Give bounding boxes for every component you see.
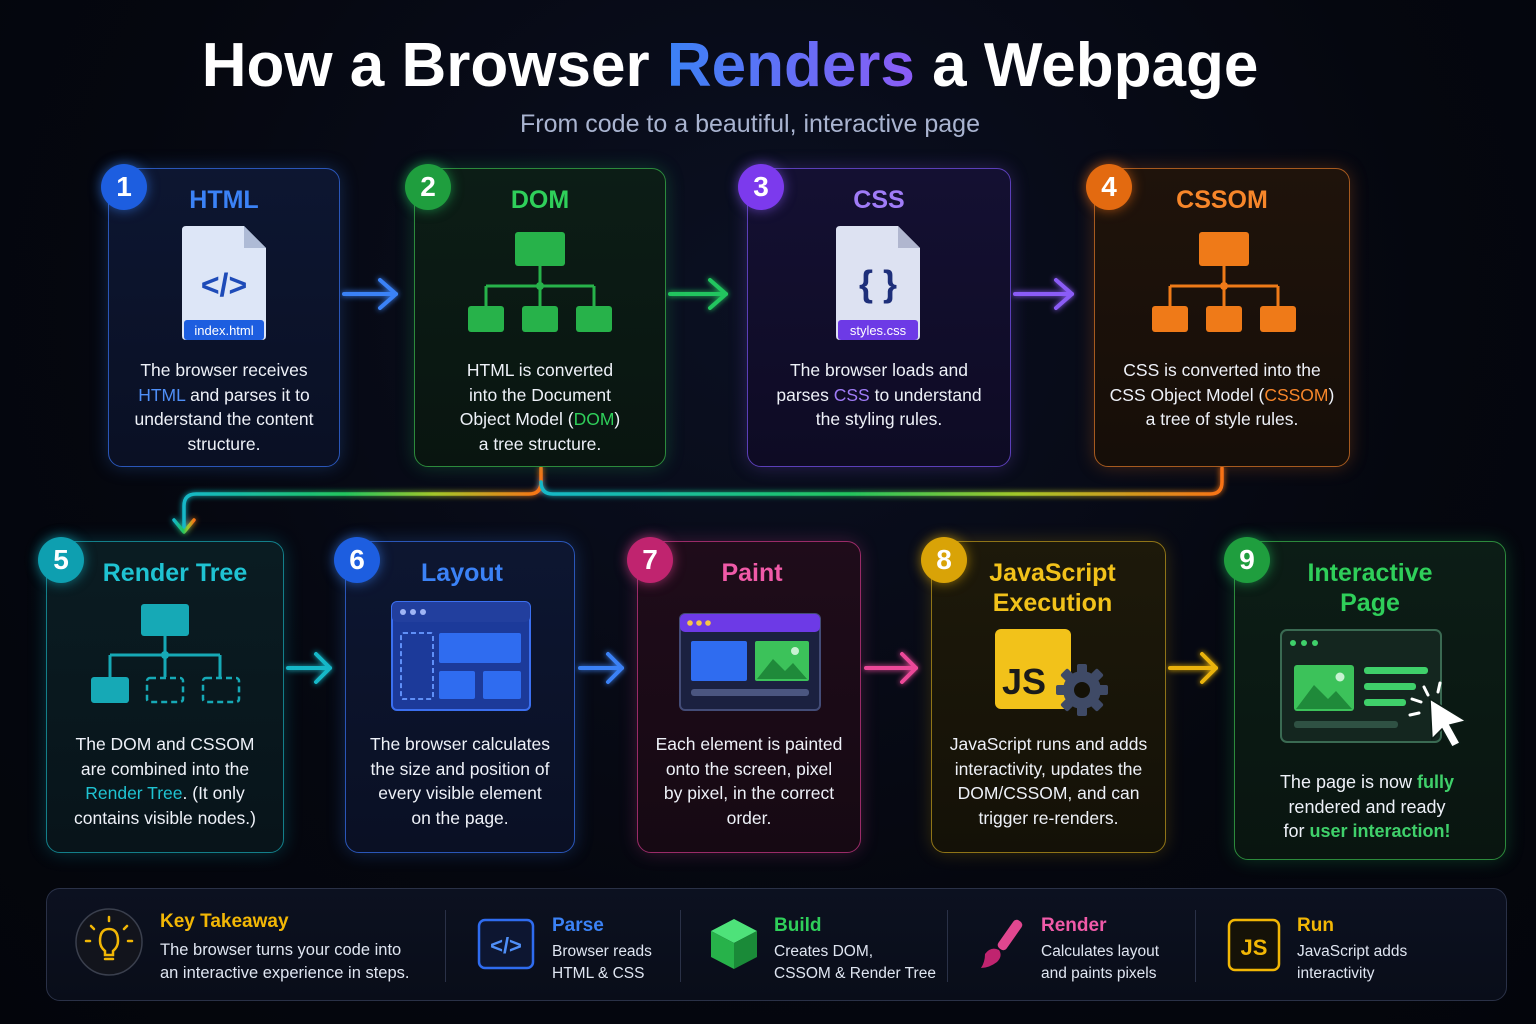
js-icon-label: JS: [1241, 935, 1268, 960]
step-text-cssom: CSS is converted into the CSS Object Mod…: [1109, 360, 1335, 429]
js-icon: JS: [1227, 918, 1281, 972]
takeaway-divider: [445, 910, 446, 982]
step-badge-8: 8: [921, 537, 967, 583]
cube-icon: [711, 919, 757, 969]
render-text: Calculates layout and paints pixels: [1041, 943, 1160, 982]
paint-icon: [679, 613, 821, 711]
step-text-html: The browser receives HTML and parses it …: [134, 360, 314, 454]
arrow-2-3: [668, 278, 728, 310]
step-badge-5: 5: [38, 537, 84, 583]
arrow-7-8: [864, 652, 918, 684]
dom-tree-icon: [468, 232, 612, 332]
takeaway-divider: [680, 910, 681, 982]
step-badge-9: 9: [1224, 537, 1270, 583]
step-text-interactive-page: The page is now fully rendered and ready…: [1279, 772, 1455, 841]
merge-connector: [172, 466, 1224, 534]
run-title: Run: [1297, 915, 1334, 936]
html-file-label: index.html: [194, 323, 253, 338]
render-title: Render: [1041, 915, 1107, 936]
svg-text:{ }: { }: [859, 263, 897, 304]
step-badge-7: 7: [627, 537, 673, 583]
brush-icon: [981, 919, 1023, 968]
javascript-gear-icon: JS: [995, 629, 1108, 716]
build-text: Creates DOM, CSSOM & Render Tree: [774, 943, 936, 982]
takeaway-divider: [1195, 910, 1196, 982]
svg-text:</>: </>: [490, 933, 522, 958]
html-file-icon: </> index.html: [182, 226, 266, 340]
arrow-5-6: [286, 652, 332, 684]
step-text-layout: The browser calculates the size and posi…: [370, 734, 550, 828]
step-text-dom: HTML is converted into the Document Obje…: [459, 360, 621, 454]
run-text: JavaScript adds interactivity: [1297, 943, 1408, 982]
step-title-render-tree: Render Tree: [102, 559, 248, 587]
key-takeaway-title: Key Takeaway: [160, 911, 289, 932]
interactive-page-icon: [1280, 629, 1468, 748]
arrow-1-2: [342, 278, 398, 310]
code-icon: </>: [477, 918, 535, 970]
parse-title: Parse: [552, 915, 604, 936]
css-file-label: styles.css: [850, 323, 907, 338]
page-title: How a Browser Renders a Webpage: [201, 31, 1259, 100]
arrow-6-7: [578, 652, 624, 684]
step-badge-1: 1: [101, 164, 147, 210]
cssom-tree-icon: [1152, 232, 1296, 332]
svg-text:</>: </>: [201, 267, 247, 303]
step-badge-6: 6: [334, 537, 380, 583]
step-badge-4: 4: [1086, 164, 1132, 210]
step-text-css: The browser loads and parses CSS to unde…: [776, 360, 982, 429]
step-badge-2: 2: [405, 164, 451, 210]
step-title-interactive-page: Interactive Page: [1307, 559, 1433, 617]
layout-icon: [391, 601, 531, 711]
step-title-dom: DOM: [510, 186, 570, 214]
page-subtitle: From code to a beautiful, interactive pa…: [520, 110, 980, 138]
takeaway-divider: [947, 910, 948, 982]
build-title: Build: [774, 915, 822, 936]
parse-text: Browser reads HTML & CSS: [552, 943, 652, 982]
key-takeaway-text: The browser turns your code into an inte…: [160, 941, 410, 982]
arrow-3-4: [1013, 278, 1074, 310]
css-file-icon: { } styles.css: [836, 226, 920, 340]
step-badge-3: 3: [738, 164, 784, 210]
step-title-javascript: JavaScript Execution: [989, 559, 1116, 617]
step-card-render-tree: [46, 541, 284, 853]
arrow-8-9: [1168, 652, 1218, 684]
step-title-layout: Layout: [421, 559, 503, 587]
step-text-javascript: JavaScript runs and adds interactivity, …: [949, 734, 1148, 828]
render-tree-icon: [91, 604, 241, 704]
step-text-paint: Each element is painted onto the screen,…: [655, 734, 843, 828]
js-label: JS: [1002, 661, 1046, 702]
step-text-render-tree: The DOM and CSSOM are combined into the …: [74, 734, 256, 828]
step-title-css: CSS: [853, 186, 905, 214]
step-title-cssom: CSSOM: [1176, 186, 1268, 214]
title-accent: Renders: [666, 31, 915, 100]
step-title-html: HTML: [189, 186, 259, 214]
step-title-paint: Paint: [721, 559, 783, 587]
lightbulb-icon: [75, 908, 143, 976]
